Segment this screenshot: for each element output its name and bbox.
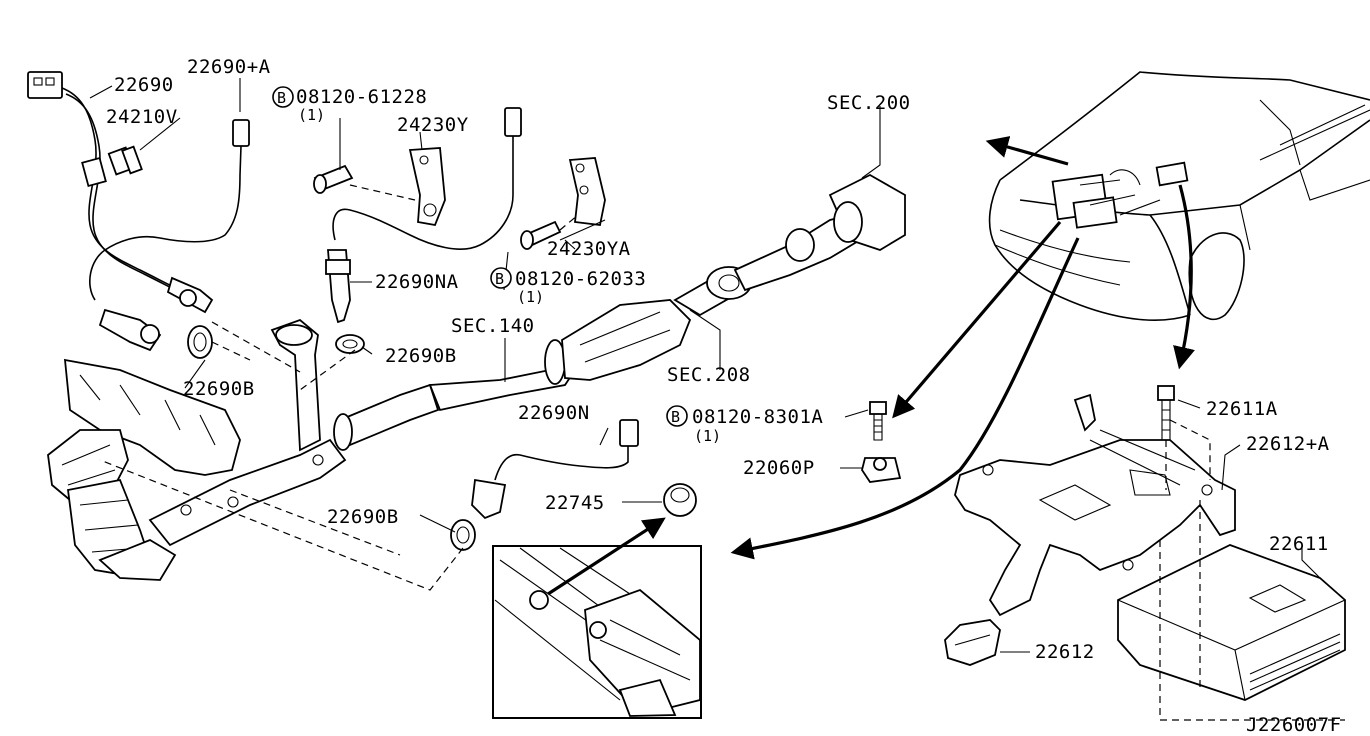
label-08120-8301A: 08120-8301A — [692, 406, 823, 428]
ecm-bolt-22611A[interactable] — [1157, 385, 1175, 441]
bolt-marker-b3: B — [666, 405, 688, 427]
bracket-24230Y[interactable] — [408, 147, 446, 227]
front-exhaust-tube[interactable] — [148, 318, 577, 547]
dashed-reference-lines — [99, 184, 579, 591]
label-22612A: 22612+A — [1246, 433, 1330, 455]
label-22690NA: 22690NA — [375, 271, 459, 293]
bolt-08120-8301A[interactable] — [869, 401, 887, 441]
bolt-marker-b2-text: B — [495, 270, 504, 288]
label-24230Y: 24230Y — [397, 114, 469, 136]
gasket-22690B-left[interactable] — [187, 325, 213, 359]
label-22690B-left: 22690B — [183, 378, 255, 400]
label-qty-61228: (1) — [298, 106, 325, 124]
ecm-bracket-22612[interactable] — [944, 619, 1001, 666]
bolt-marker-b3-text: B — [671, 408, 680, 426]
ecm-bracket-22612A[interactable] — [954, 393, 1236, 617]
harness-22690NA[interactable] — [332, 107, 522, 250]
label-qty-62033: (1) — [517, 288, 544, 306]
label-22690B-low: 22690B — [327, 506, 399, 528]
label-22690N: 22690N — [518, 402, 590, 424]
bolt-marker-b1-text: B — [277, 89, 286, 107]
vehicle-front — [988, 71, 1370, 321]
rear-exhaust-pipe[interactable] — [733, 173, 906, 292]
harness-22690[interactable] — [61, 87, 195, 300]
label-24210V: 24210V — [106, 106, 178, 128]
label-08120-62033: 08120-62033 — [515, 268, 646, 290]
label-22611: 22611 — [1269, 533, 1329, 555]
label-22745: 22745 — [545, 492, 605, 514]
sensor-22690NA[interactable] — [325, 249, 351, 324]
sensor-22690N[interactable] — [471, 478, 507, 520]
bolt-08120-62033[interactable] — [520, 220, 562, 250]
figure-code: J226007F — [1246, 714, 1342, 736]
bolt-08120-61228[interactable] — [313, 164, 354, 194]
label-22690: 22690 — [114, 74, 174, 96]
sensor-24210V[interactable] — [81, 145, 143, 188]
ecm-dashed-lines — [1159, 419, 1345, 721]
downstream-oxygen-sensor[interactable] — [98, 308, 162, 352]
label-22612: 22612 — [1035, 641, 1095, 663]
knock-sensor-22060P[interactable] — [861, 457, 902, 483]
label-sec200: SEC.200 — [827, 92, 911, 114]
label-sec140: SEC.140 — [451, 315, 535, 337]
detail-inset-box — [492, 545, 702, 719]
bracket-24230YA[interactable] — [568, 157, 606, 226]
bolt-marker-b2: B — [490, 267, 512, 289]
label-qty-8301A: (1) — [694, 427, 721, 445]
label-22060P: 22060P — [743, 457, 815, 479]
gasket-22690B-top[interactable] — [335, 334, 365, 354]
label-sec208: SEC.208 — [667, 364, 751, 386]
ecm-22611[interactable] — [1117, 544, 1346, 701]
catalytic-converter[interactable] — [67, 478, 177, 581]
harness-22690N[interactable] — [494, 419, 639, 481]
location-arrows — [547, 136, 1195, 596]
label-22690A: 22690+A — [187, 56, 271, 78]
label-08120-61228: 08120-61228 — [296, 86, 427, 108]
bolt-marker-b1: B — [272, 86, 294, 108]
upstream-oxygen-sensor[interactable] — [166, 276, 214, 314]
label-24230YA: 24230YA — [547, 238, 631, 260]
connector-22690[interactable] — [27, 71, 63, 99]
harness-22690A[interactable] — [89, 119, 250, 301]
grommet-22745[interactable] — [663, 483, 697, 517]
label-22611A: 22611A — [1206, 398, 1278, 420]
gasket-22690B-low[interactable] — [450, 519, 476, 551]
label-22690B-top: 22690B — [385, 345, 457, 367]
